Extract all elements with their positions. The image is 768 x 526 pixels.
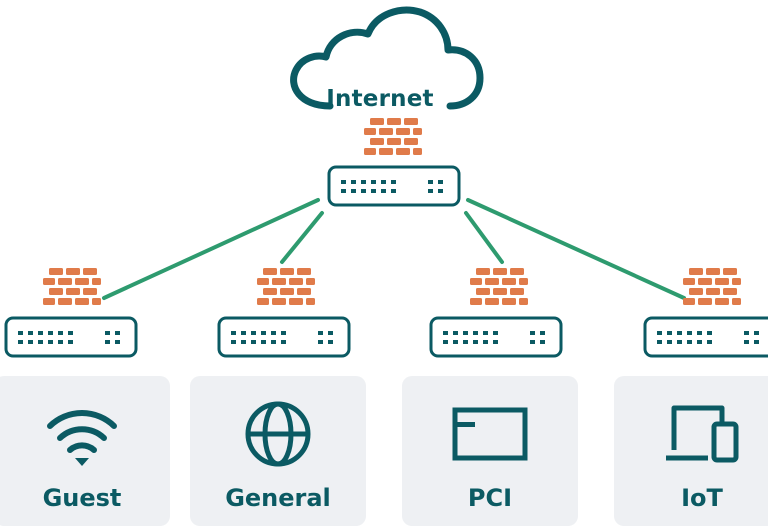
segment-card-guest: Guest [0, 376, 170, 526]
firewall-pci-icon [470, 268, 528, 305]
wifi-icon [47, 410, 117, 466]
cloud-icon [290, 6, 484, 110]
firewall-iot-icon [683, 268, 741, 305]
switch-general-icon [217, 316, 351, 358]
switch-pci-icon [429, 316, 563, 358]
link-general [280, 211, 324, 264]
internet-label: Internet [326, 86, 434, 112]
firewall-guest-icon [43, 268, 101, 305]
card-reader-icon [452, 407, 528, 461]
switch-iot-icon [643, 316, 768, 358]
firewall-general-icon [257, 268, 315, 305]
network-links [102, 198, 686, 300]
switch-guest-icon [4, 316, 138, 358]
segment-label-iot: IoT [681, 484, 723, 512]
segment-label-general: General [225, 484, 331, 512]
segment-card-pci: PCI [402, 376, 578, 526]
link-pci [464, 211, 504, 264]
link-iot [466, 198, 686, 300]
segment-label-pci: PCI [467, 484, 513, 512]
devices-icon [666, 405, 739, 463]
core-switch-icon [327, 165, 461, 207]
link-guest [102, 198, 320, 300]
firewall-core-icon [364, 118, 422, 155]
segment-label-guest: Guest [42, 484, 122, 512]
globe-icon [245, 401, 311, 467]
diagram-canvas [4, 6, 768, 358]
segment-card-general: General [190, 376, 366, 526]
network-diagram: Internet Guest General [0, 6, 768, 526]
segment-card-iot: IoT [614, 376, 768, 526]
